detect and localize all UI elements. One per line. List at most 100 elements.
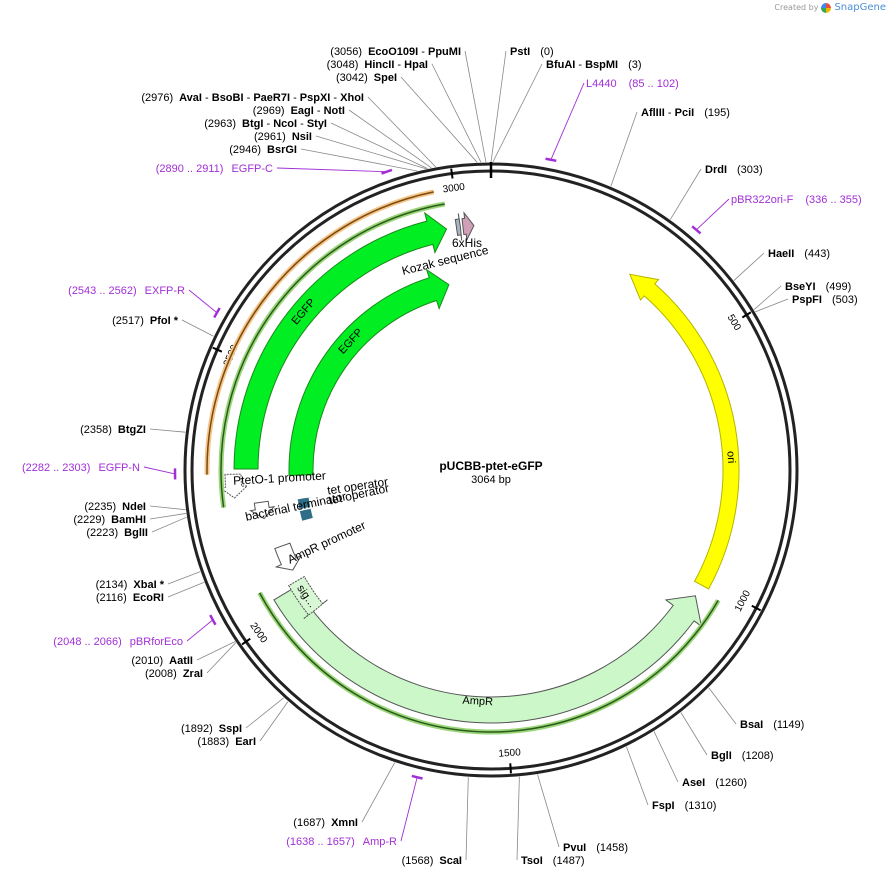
ori-label: ori xyxy=(724,451,737,464)
leader-line xyxy=(149,428,186,433)
primer-mark-pBR322ori-F xyxy=(691,225,702,235)
primer-name: Amp-R xyxy=(363,836,397,848)
site-name: HincII - HpaI xyxy=(364,59,428,71)
primer-range: (2282 .. 2303) xyxy=(22,462,91,474)
leader-line xyxy=(653,731,679,783)
site-label-bfuai: BfuAI - BspMI(3) xyxy=(546,59,642,71)
tick-mark-2000 xyxy=(241,637,251,646)
site-label-bsai: BsaI(1149) xyxy=(740,719,804,731)
site-label-hincii: HincII - HpaI(3048) xyxy=(327,59,428,71)
site-name: AvaI - BsoBI - PaeR7I - PspXI - XhoI xyxy=(179,92,364,104)
primer-range: (2048 .. 2066) xyxy=(53,636,122,648)
primer-name: pBRforEco xyxy=(130,636,183,648)
leader-line xyxy=(361,762,396,823)
site-name: BtgI - NcoI - StyI xyxy=(242,118,327,130)
primer-mark-EGFP-C xyxy=(381,168,393,175)
site-position: (2358) xyxy=(80,424,112,436)
site-position: (2116) xyxy=(96,592,127,604)
leader-line xyxy=(151,516,187,533)
leader-line xyxy=(755,298,789,313)
leader-line xyxy=(680,712,708,756)
leader-line xyxy=(610,111,638,187)
site-label-tsoi: TsoI(1487) xyxy=(521,855,585,867)
leader-line xyxy=(315,135,427,170)
site-label-ecori: EcoRI (2116) xyxy=(96,592,164,604)
leader-line xyxy=(465,777,469,861)
tick-mark-3000 xyxy=(450,168,454,179)
site-name: DrdI xyxy=(705,164,727,176)
leader-line xyxy=(490,50,507,163)
leader-line xyxy=(400,76,478,163)
site-label-aatii: AatII(2010) xyxy=(131,655,193,667)
created-by-text: Created by xyxy=(774,3,819,12)
primer-name: pBR322ori-F xyxy=(731,194,794,206)
site-label-ndei: NdeI(2235) xyxy=(84,501,146,513)
site-name: BsrGI xyxy=(267,144,297,156)
site-position: (2976) xyxy=(141,92,173,104)
leader-line xyxy=(245,697,284,729)
snapgene-name: SnapGene xyxy=(834,2,886,13)
leader-line xyxy=(516,776,520,861)
primer-label-egfp-n: EGFP-N(2282 .. 2303) xyxy=(22,462,140,474)
primer-leader-line xyxy=(186,619,214,642)
primer-label-exfp-r: EXFP-R(2543 .. 2562) xyxy=(68,285,185,297)
site-label-fspi: FspI(1310) xyxy=(652,800,716,812)
site-name: BglI xyxy=(711,750,732,762)
tick-label-1000: 1000 xyxy=(733,588,753,613)
primer-leader-line xyxy=(143,466,176,475)
site-label-drdi: DrdI (303) xyxy=(705,164,763,176)
primer-mark-Amp-R xyxy=(411,774,423,780)
site-position: (503) xyxy=(832,294,858,306)
egfp-guide-core xyxy=(220,203,445,508)
site-label-eagi: EagI - NotI(2969) xyxy=(253,105,345,117)
site-position: (303) xyxy=(737,164,763,176)
site-label-sspi: SspI(1892) xyxy=(181,723,242,735)
primer-label-pbrforeco: pBRforEco (2048 .. 2066) xyxy=(53,636,183,648)
site-position: (2517) xyxy=(112,315,144,327)
primer-range: (85 .. 102) xyxy=(629,78,679,90)
site-name: EcoRI xyxy=(133,592,164,604)
leader-line xyxy=(300,148,418,172)
site-position: (1458) xyxy=(596,842,628,854)
site-position: (2235) xyxy=(84,501,116,513)
ori-feature xyxy=(629,273,740,590)
egfp-outer-feature xyxy=(233,211,448,470)
leader-line xyxy=(206,642,237,674)
egfp-inner-feature xyxy=(288,268,450,476)
site-name: PfoI * xyxy=(150,315,179,327)
site-label-eari: EarI(1883) xyxy=(197,736,256,748)
site-position: (2008) xyxy=(145,668,177,680)
site-name: XmnI xyxy=(331,817,358,829)
site-label-zrai: ZraI(2008) xyxy=(145,668,203,680)
site-label-xmni: XmnI(1687) xyxy=(293,817,358,829)
plasmid-name: pUCBB-ptet-eGFP xyxy=(439,459,542,473)
primer-label-l4440: L4440(85 .. 102) xyxy=(586,78,679,90)
site-name: EarI xyxy=(235,736,256,748)
site-name: XbaI * xyxy=(133,579,164,591)
primer-label-pbr322ori-f: pBR322ori-F (336 .. 355) xyxy=(731,194,862,206)
primer-mark-EXFP-R xyxy=(213,307,221,319)
site-position: (0) xyxy=(540,46,553,58)
primer-range: (336 .. 355) xyxy=(805,194,861,206)
sig-feature xyxy=(287,575,328,620)
site-position: (2229) xyxy=(73,514,105,526)
tick-mark-1500 xyxy=(509,763,512,774)
site-name: NsiI xyxy=(292,131,312,143)
site-position: (2963) xyxy=(204,118,236,130)
site-name: BtgZI xyxy=(118,424,146,436)
leader-line xyxy=(259,701,289,742)
site-position: (2946) xyxy=(229,144,261,156)
snapgene-logo-icon xyxy=(821,2,832,13)
leader-line xyxy=(431,63,482,163)
site-position: (1149) xyxy=(773,719,804,731)
leader-line xyxy=(492,63,543,163)
site-name: PvuI xyxy=(563,842,586,854)
ampr-guide-core xyxy=(258,592,719,733)
leader-line xyxy=(149,505,186,511)
site-label-btgi: BtgI - NcoI - StyI (2963) xyxy=(204,118,327,130)
site-name: AflIII - PciI xyxy=(641,107,694,119)
primer-leader-line xyxy=(188,289,218,314)
site-position: (2961) xyxy=(254,131,286,143)
site-position: (1208) xyxy=(742,750,774,762)
